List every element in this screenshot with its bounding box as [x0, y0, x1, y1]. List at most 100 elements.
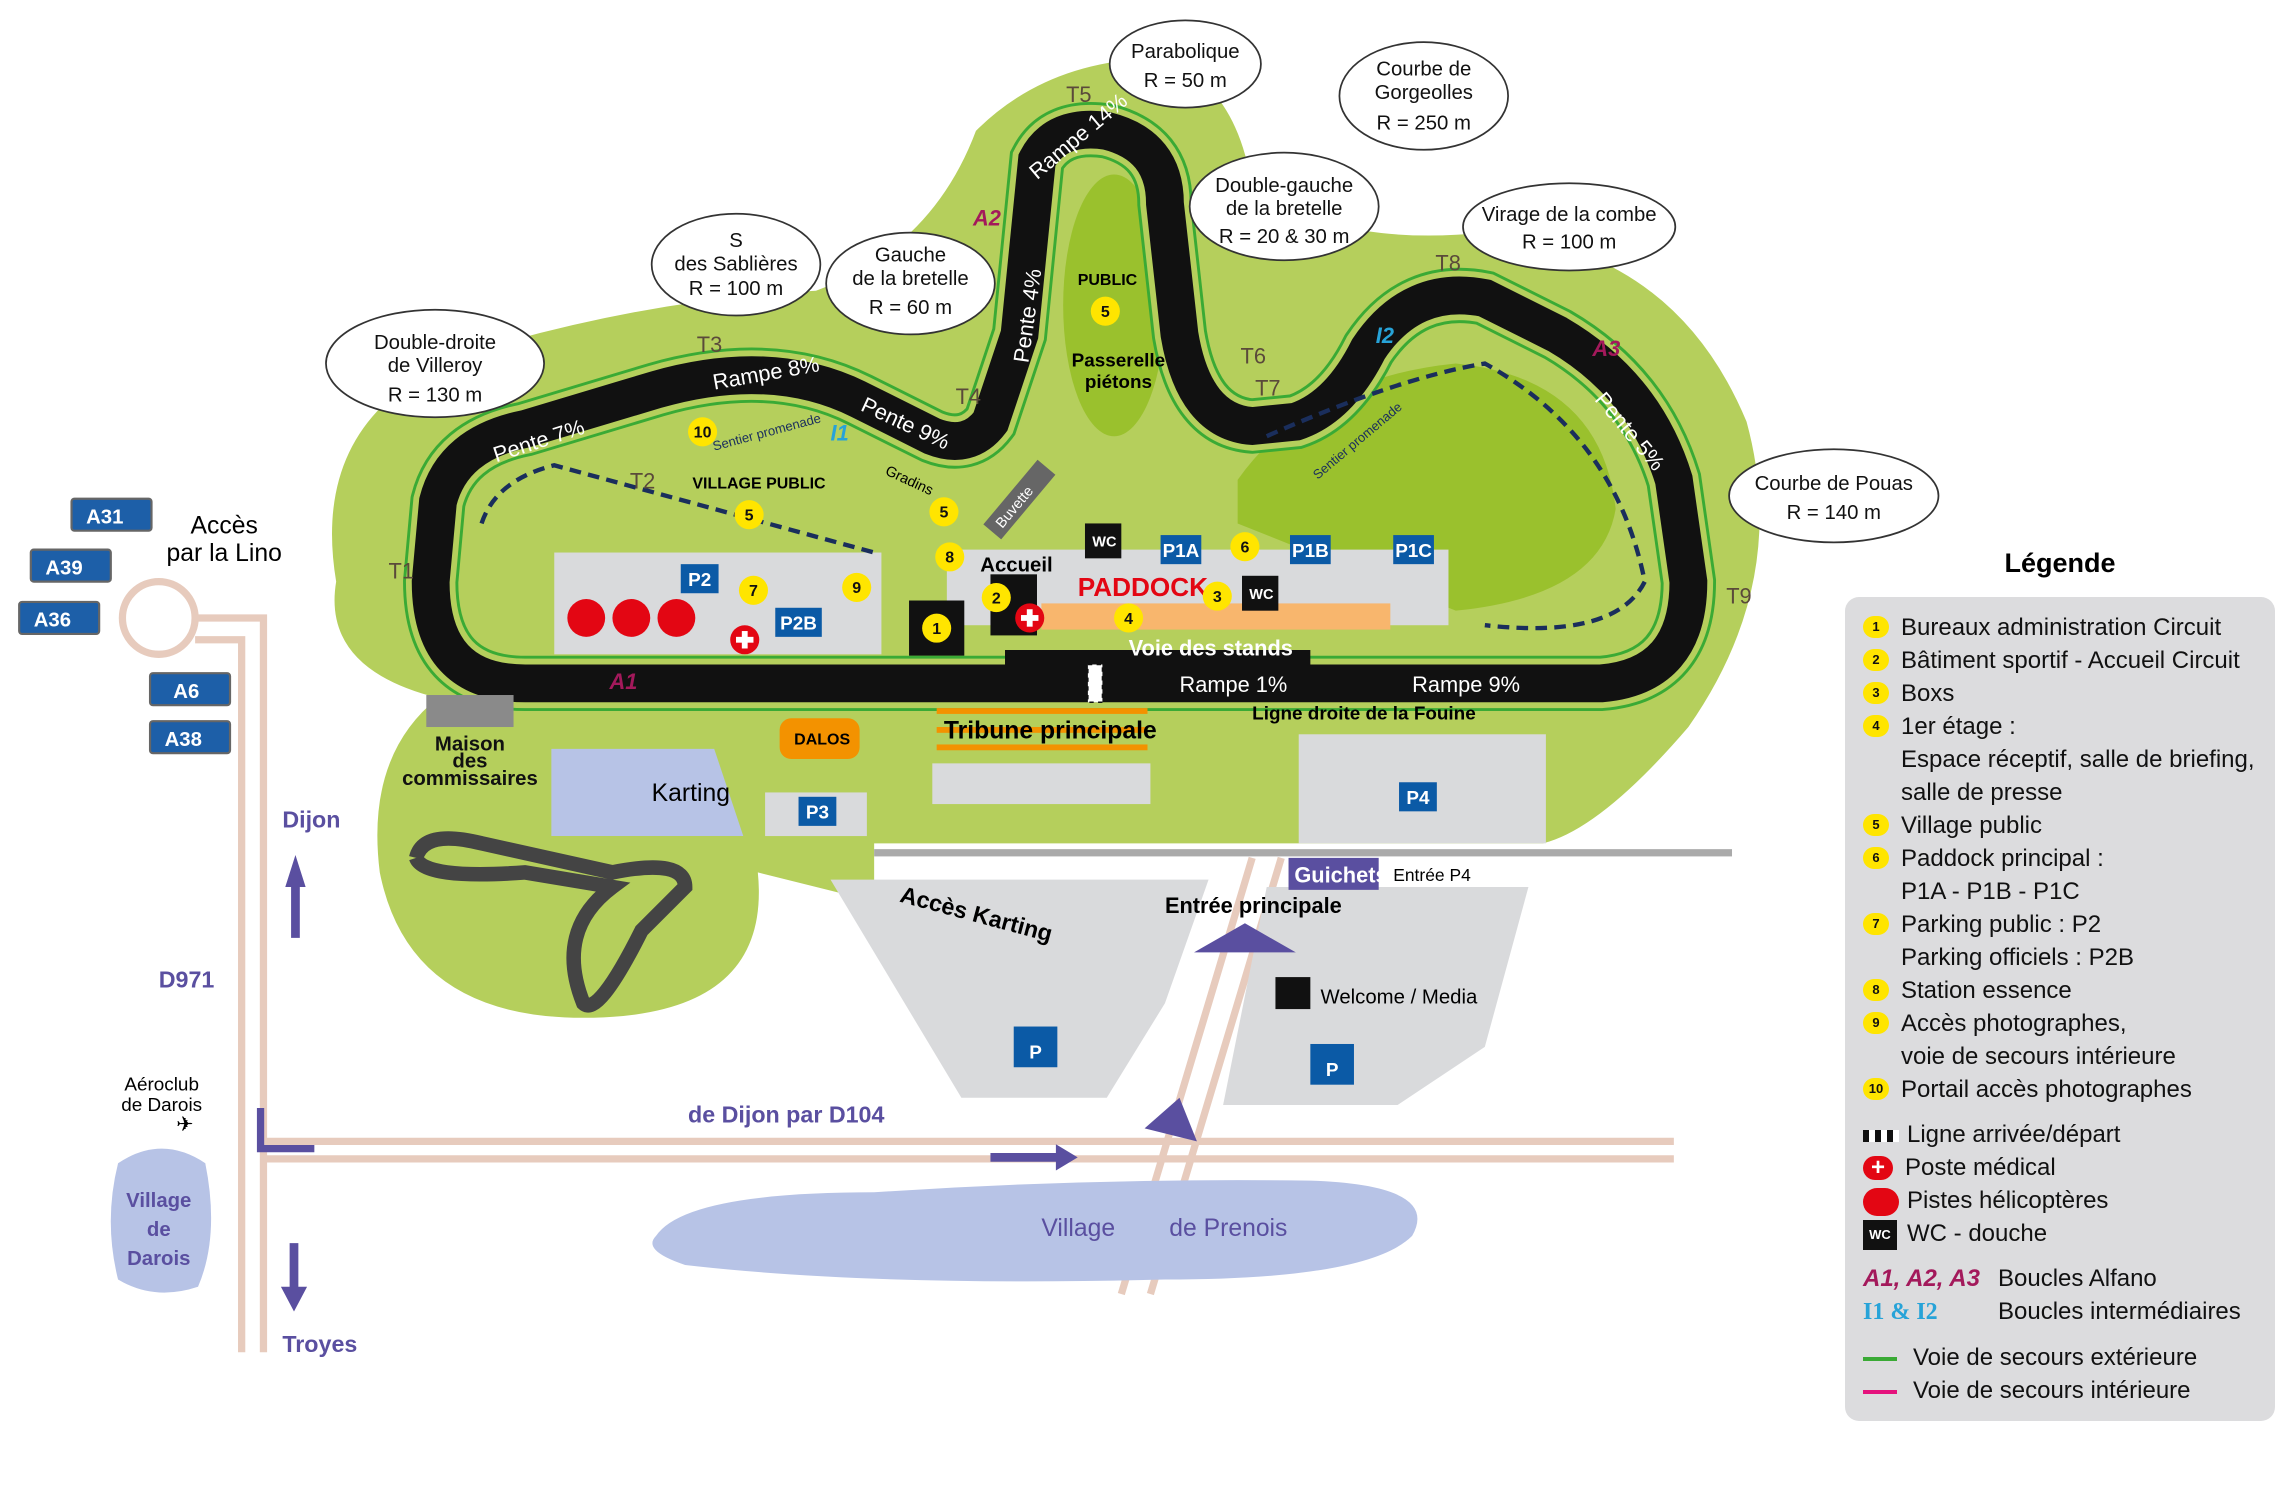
svg-text:2: 2 [992, 590, 1001, 607]
label-de: de [147, 1219, 171, 1241]
svg-text:A36: A36 [34, 610, 71, 632]
legend-item: 6 Paddock principal : [1863, 842, 2257, 875]
label-entree-principale: Entrée principale [1165, 893, 1342, 918]
label-commissaires: commissaires [402, 768, 538, 790]
legend-number-badge: 2 [1863, 649, 1889, 671]
legend-int-label: Voie de secours intérieure [1913, 1377, 2191, 1404]
svg-text:5: 5 [939, 505, 948, 522]
guichets-badge[interactable]: Guichets [1288, 857, 1388, 890]
legend-item: P1A - P1B - P1C [1863, 875, 2257, 908]
callout-parabolique: Parabolique R = 50 m [1108, 19, 1262, 109]
sign-a36: A36 [18, 600, 101, 636]
legend-number-badge [1863, 880, 1889, 902]
legend-item-label: Paddock principal : [1901, 845, 2104, 872]
label-de-prenois: de Prenois [1169, 1215, 1287, 1242]
svg-text:P2: P2 [688, 570, 711, 591]
legend-item-label: voie de secours intérieure [1901, 1043, 2176, 1070]
legend-alfano-key: A1, A2, A3 [1863, 1265, 1980, 1292]
parking-p1a: P1A [1160, 535, 1202, 565]
label-paddock: PADDOCK [1078, 572, 1208, 602]
svg-text:R = 100 m: R = 100 m [1522, 232, 1616, 254]
svg-text:T7: T7 [1255, 375, 1280, 400]
svg-text:5: 5 [745, 508, 754, 525]
legend-lines: Voie de secours extérieure Voie de secou… [1863, 1341, 2257, 1407]
arrow-up-icon [1144, 1097, 1197, 1142]
medical-icon: + [1863, 1156, 1893, 1180]
label-d971: D971 [159, 966, 215, 992]
medical-icon [1015, 603, 1045, 633]
svg-text:T1: T1 [389, 559, 414, 584]
svg-text:Courbe de Pouas: Courbe de Pouas [1755, 473, 1913, 495]
svg-text:1: 1 [932, 621, 941, 638]
legend-item-label: Bureaux administration Circuit [1901, 614, 2222, 641]
helipad-icon [567, 599, 696, 637]
svg-text:WC: WC [1249, 587, 1274, 603]
svg-text:8: 8 [945, 550, 954, 567]
legend-finish: Ligne arrivée/départ [1863, 1118, 2257, 1151]
svg-text:T9: T9 [1726, 583, 1751, 608]
label-accueil: Accueil [980, 554, 1052, 576]
svg-text:de la bretelle: de la bretelle [1226, 198, 1343, 220]
legend-number-badge: 6 [1863, 847, 1889, 869]
label-aeroclub: Aéroclub [124, 1075, 199, 1096]
marker-10: 10 [688, 417, 718, 447]
svg-text:A39: A39 [45, 557, 82, 579]
svg-text:P1C: P1C [1395, 541, 1432, 562]
svg-text:R = 50 m: R = 50 m [1144, 70, 1227, 92]
svg-text:A3: A3 [1591, 336, 1620, 361]
lake-prenois [652, 1180, 1418, 1282]
svg-text:P1A: P1A [1163, 541, 1200, 562]
svg-text:I1: I1 [831, 421, 849, 446]
parking-p2b: P2B [775, 607, 822, 637]
legend-inter-key: I1 & I2 [1863, 1299, 1938, 1325]
label-welcome-media: Welcome / Media [1321, 986, 1478, 1008]
medical-icon [730, 625, 760, 655]
label-par-la-lino: par la Lino [167, 540, 282, 567]
svg-text:A2: A2 [972, 205, 1001, 230]
svg-text:P: P [1326, 1060, 1339, 1081]
svg-text:R = 130 m: R = 130 m [388, 384, 482, 406]
svg-text:Gorgeolles: Gorgeolles [1375, 82, 1473, 104]
sign-a31: A31 [70, 497, 153, 532]
svg-text:S: S [729, 230, 743, 252]
legend-item-label: Bâtiment sportif - Accueil Circuit [1901, 647, 2240, 674]
arrow-down-icon [280, 1243, 308, 1312]
checkered-flag-icon [1863, 1130, 1899, 1142]
marker-4: 4 [1114, 603, 1144, 633]
legend-item: Espace réceptif, salle de briefing, [1863, 743, 2257, 776]
sign-a38: A38 [148, 720, 232, 755]
legend-item-label: Parking public : P2 [1901, 911, 2102, 938]
arrow-up-icon [285, 854, 306, 938]
legend-item-label: Espace réceptif, salle de briefing, [1901, 746, 2255, 773]
parking-areas [551, 549, 1546, 1106]
green-line-icon [1863, 1356, 1897, 1361]
wc-icon: WC [1242, 575, 1279, 611]
svg-text:de la bretelle: de la bretelle [852, 268, 969, 290]
svg-text:Guichets: Guichets [1294, 863, 1387, 888]
svg-text:DALOS: DALOS [794, 731, 850, 748]
finish-line [1087, 663, 1104, 704]
legend-alfano-label: Boucles Alfano [1998, 1265, 2157, 1292]
legend-ext-label: Voie de secours extérieure [1913, 1344, 2198, 1371]
svg-text:A6: A6 [173, 681, 199, 703]
label-maison-des: des [452, 751, 487, 773]
label-entree-p4: Entrée P4 [1393, 865, 1471, 885]
label-de-darois: de Darois [121, 1095, 202, 1116]
parking-p-west: P [1013, 1026, 1058, 1068]
arrow-right-icon [990, 1144, 1078, 1171]
legend-item-label: 1er étage : [1901, 713, 2016, 740]
sign-a39: A39 [29, 548, 112, 583]
svg-text:Parabolique: Parabolique [1131, 41, 1240, 63]
legend-heli: Pistes hélicoptères [1863, 1184, 2257, 1217]
label-karting: Karting [652, 780, 730, 807]
airplane-icon: ✈ [176, 1114, 193, 1136]
arrow-right-icon [256, 1107, 315, 1153]
main-road-divider [874, 849, 1733, 857]
